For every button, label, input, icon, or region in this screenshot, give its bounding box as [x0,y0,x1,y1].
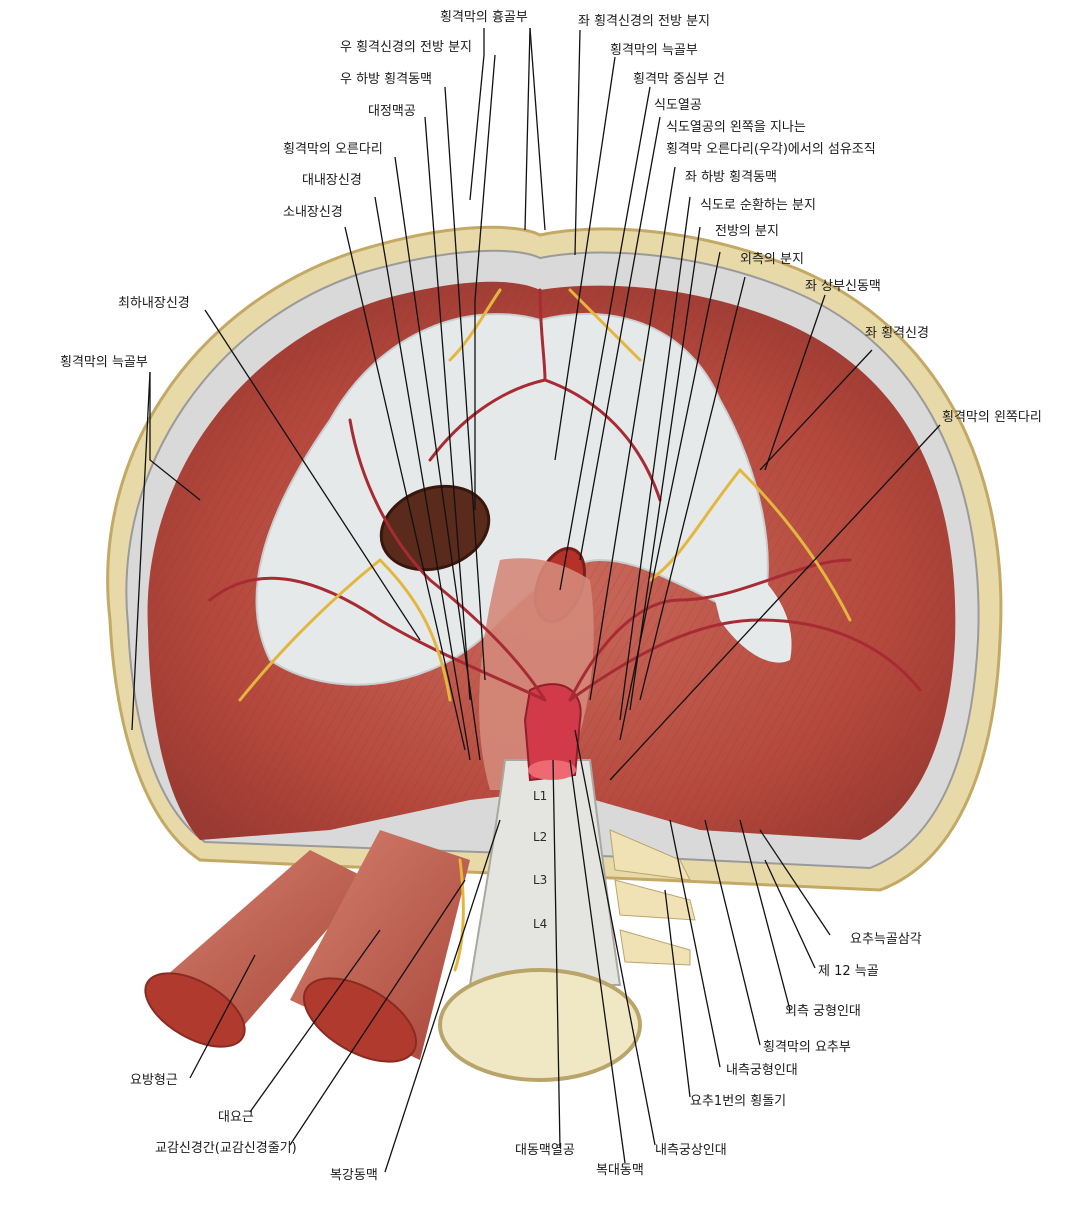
label-left-superior-suprarenal-artery: 좌 상부신동맥 [805,279,881,294]
label-lesser-splanchnic: 소내장신경 [283,205,343,220]
vertebra-label-l2: L2 [533,830,548,844]
label-costal-part-top: 횡격막의 늑골부 [610,43,698,58]
label-anterior-branch: 전방의 분지 [715,224,779,239]
label-fibers-left-of-hiatus-1: 식도열공의 왼쪽을 지나는 [666,120,806,135]
label-lateral-arcuate-ligament: 외측 궁형인대 [785,1004,861,1019]
label-least-splanchnic: 최하내장신경 [118,296,190,311]
label-quadratus-lumborum: 요방형근 [130,1073,178,1088]
label-lumbocostal-triangle: 요추늑골삼각 [850,932,922,947]
label-median-arcuate-ligament: 내측궁상인대 [655,1143,727,1158]
label-lumbar-part: 횡격막의 요추부 [763,1040,851,1055]
label-aortic-hiatus: 대동맥열공 [515,1143,575,1158]
central-tendon-shape [255,312,769,686]
label-greater-splanchnic: 대내장신경 [302,173,362,188]
vertebra-label-l1: L1 [533,789,548,803]
label-psoas-major: 대요근 [218,1110,254,1125]
label-central-tendon: 횡격막 중심부 건 [633,72,725,87]
vertebral-body-section [438,968,642,1082]
label-left-inferior-phrenic-artery: 좌 하방 횡격동맥 [685,170,777,185]
label-left-phrenic-nerve: 좌 횡격신경 [865,326,929,341]
label-rib-12: 제 12 늑골 [818,964,879,979]
label-celiac-trunk: 복강동맥 [330,1168,378,1183]
leader-lines [131,27,941,1173]
label-l1-transverse-process: 요추1번의 횡돌기 [690,1094,787,1109]
arteries [208,288,922,702]
label-costal-part-left: 횡격막의 늑골부 [60,355,148,370]
label-esophageal-hiatus: 식도열공 [654,98,702,113]
label-left-phrenic-anterior-branch: 좌 횡격신경의 전방 분지 [578,14,710,29]
vertebra-label-l4: L4 [533,917,548,931]
label-lateral-branch: 외측의 분지 [740,252,804,267]
label-left-crus: 횡격막의 왼쪽다리 [942,410,1042,425]
label-sympathetic-trunk: 교감신경간(교감신경줄기) [155,1141,297,1156]
vertebra-label-l3: L3 [533,873,548,887]
label-abdominal-aorta: 복대동맥 [596,1163,644,1178]
vena-caval-opening [379,484,491,572]
label-right-crus: 횡격막의 오른다리 [283,142,383,157]
label-fibers-left-of-hiatus-2: 횡격막 오른다리(우각)에서의 섬유조직 [666,142,876,157]
label-recurrent-esophageal-branch: 식도로 순환하는 분지 [700,198,816,213]
label-vena-caval-foramen: 대정맥공 [368,104,416,119]
label-right-inferior-phrenic-artery: 우 하방 횡격동맥 [340,72,432,87]
label-sternal-part: 횡격막의 흉골부 [440,10,528,25]
label-right-phrenic-anterior-branch: 우 횡격신경의 전방 분지 [340,40,472,55]
label-medial-arcuate-ligament: 내측궁형인대 [726,1063,798,1078]
